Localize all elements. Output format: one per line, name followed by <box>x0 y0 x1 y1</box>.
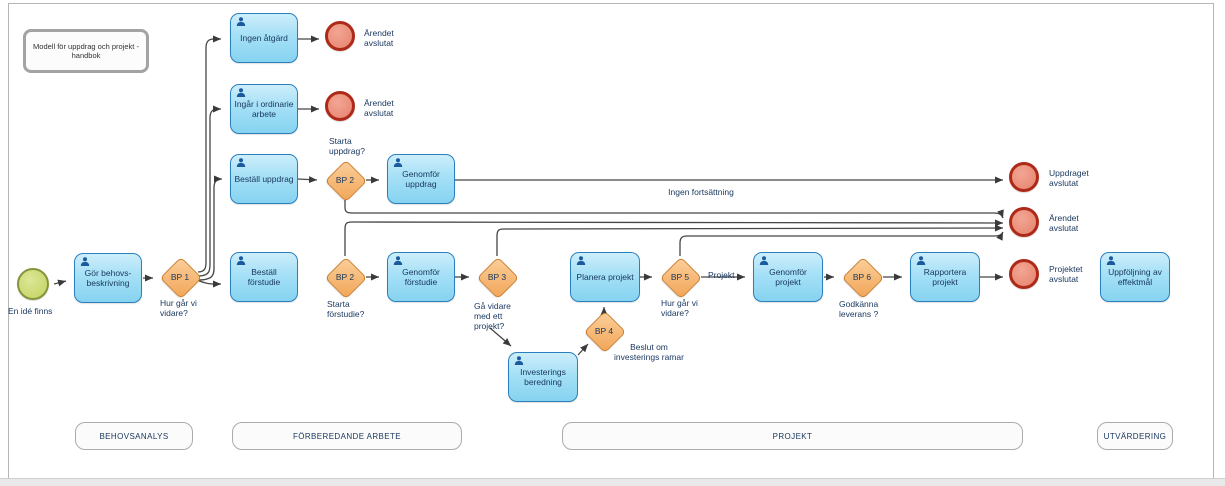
flow-start-to-behovsbeskrivning <box>53 279 67 287</box>
end-event-label: Uppdraget avslutat <box>1049 168 1089 189</box>
phase-behovsanalys: BEHOVSANALYS <box>75 422 193 450</box>
flow-bp2a-ingen-fortsattning-to-arendet <box>344 200 1004 219</box>
flow-label-projekt: Projekt <box>708 270 735 280</box>
task-label: Beställ uppdrag <box>234 173 294 184</box>
user-task-icon <box>236 17 246 26</box>
task-label: Uppföljning av effektmål <box>1108 266 1162 287</box>
task-label: Gör behovs-beskrivning <box>84 267 132 288</box>
gateway-label: BP 2 <box>335 272 355 282</box>
task-bestall-uppdrag[interactable]: Beställ uppdrag <box>230 154 298 204</box>
gateway-bp5-question: Hur går vi vidare? <box>661 298 698 319</box>
flow-investeringsberedning-to-bp4 <box>577 343 589 356</box>
user-task-icon <box>759 256 769 265</box>
gateway-bp1[interactable]: BP 1 <box>159 256 203 300</box>
user-task-icon <box>393 158 403 167</box>
gateway-label: BP 4 <box>594 326 614 336</box>
task-label: Ingen åtgärd <box>240 32 288 43</box>
task-genomfor-forstudie[interactable]: Genomför förstudie <box>387 252 455 302</box>
end-event-label: Ärendet avslutat <box>1049 213 1079 234</box>
end-event-projektet-avslutat[interactable] <box>1009 259 1039 289</box>
task-label: Genomför projekt <box>769 266 807 287</box>
task-label: Beställ förstudie <box>247 266 281 287</box>
flow-bp3-to-arendet <box>496 224 1004 256</box>
start-event[interactable] <box>17 268 49 300</box>
user-task-icon <box>236 158 246 167</box>
task-label: Planera projekt <box>576 271 634 282</box>
task-rapportera-projekt[interactable]: Rapportera projekt <box>910 252 980 302</box>
task-ingar-i-ordinarie-arbete[interactable]: Ingår i ordinarie arbete <box>230 84 298 134</box>
gateway-bp1-question: Hur går vi vidare? <box>160 298 197 319</box>
flow-bp1-to-bestall-forstudie <box>196 279 221 288</box>
gateway-bp2-forstudie[interactable]: BP 2 <box>324 256 368 300</box>
phase-label: BEHOVSANALYS <box>99 431 169 441</box>
end-event-label: Ärendet avslutat <box>364 98 394 119</box>
end-event-label: Ärendet avslutat <box>364 28 394 49</box>
task-genomfor-uppdrag[interactable]: Genomför uppdrag <box>387 154 455 204</box>
flow-label-ingen-fortsattning: Ingen fortsättning <box>668 187 734 197</box>
task-label: Investerings beredning <box>520 366 566 387</box>
task-label: Ingår i ordinarie arbete <box>234 98 294 119</box>
gateway-bp2-uppdrag[interactable]: BP 2 <box>324 159 368 203</box>
start-event-label: En idé finns <box>8 306 53 316</box>
gateway-bp3[interactable]: BP 3 <box>476 256 520 300</box>
gateway-label: BP 3 <box>487 272 507 282</box>
annotation-text: Modell för uppdrag och projekt - handbok <box>33 41 139 60</box>
user-task-icon <box>80 257 90 266</box>
gateway-bp4-question: Beslut om investerings ramar <box>614 342 684 363</box>
phase-utvardering: UTVÄRDERING <box>1097 422 1173 450</box>
end-event-arendet-avslutat-3[interactable] <box>1009 207 1039 237</box>
user-task-icon <box>576 256 586 265</box>
gateway-bp6[interactable]: BP 6 <box>841 256 885 300</box>
user-task-icon <box>393 256 403 265</box>
end-event-arendet-avslutat-1[interactable] <box>325 21 355 51</box>
gateway-bp4[interactable]: BP 4 <box>583 310 627 354</box>
task-uppfoljning-av-effektmal[interactable]: Uppföljning av effektmål <box>1100 252 1170 302</box>
flow-bp3-to-investeringsberedning <box>489 327 512 347</box>
end-event-uppdraget-avslutat[interactable] <box>1009 162 1039 192</box>
diagram-canvas <box>8 3 1214 479</box>
phase-label: UTVÄRDERING <box>1103 431 1167 441</box>
user-task-icon <box>514 356 524 365</box>
task-genomfor-projekt[interactable]: Genomför projekt <box>753 252 823 302</box>
gateway-label: BP 5 <box>670 272 690 282</box>
phase-forberedande-arbete: FÖRBEREDANDE ARBETE <box>232 422 462 450</box>
task-label: Rapportera projekt <box>923 266 967 287</box>
gateway-bp2-forstudie-question: Starta förstudie? <box>327 299 365 320</box>
flow-bp1-to-bestall-uppdrag <box>197 175 223 281</box>
flow-bestall-uppdrag-to-bp2a <box>297 176 318 184</box>
gateway-label: BP 6 <box>852 272 872 282</box>
task-label: Genomför uppdrag <box>402 168 440 189</box>
task-ingen-atgard[interactable]: Ingen åtgärd <box>230 13 298 63</box>
horizontal-scrollbar[interactable] <box>0 478 1225 486</box>
flow-bp1-to-ingen-atgard <box>197 35 221 273</box>
phase-projekt: PROJEKT <box>562 422 1023 450</box>
flow-bp2b-to-arendet <box>344 219 1004 256</box>
user-task-icon <box>236 256 246 265</box>
phase-label: PROJEKT <box>772 431 813 441</box>
user-task-icon <box>236 88 246 97</box>
end-event-label: Projektet avslutat <box>1049 264 1083 285</box>
gateway-bp6-question: Godkänna leverans ? <box>839 299 879 320</box>
gateway-bp5[interactable]: BP 5 <box>659 256 703 300</box>
task-label: Genomför förstudie <box>402 266 440 287</box>
user-task-icon <box>916 256 926 265</box>
annotation-model-handbook: Modell för uppdrag och projekt - handbok <box>23 29 149 73</box>
gateway-bp2-uppdrag-question: Starta uppdrag? <box>329 136 365 157</box>
gateway-label: BP 2 <box>335 175 355 185</box>
gateway-label: BP 1 <box>170 272 190 282</box>
task-investeringsberedning[interactable]: Investerings beredning <box>508 352 578 402</box>
flow-bp1-to-ingar-ordinarie <box>197 105 221 277</box>
end-event-arendet-avslutat-2[interactable] <box>325 91 355 121</box>
gateway-bp3-question: Gå vidare med ett projekt? <box>474 301 511 332</box>
user-task-icon <box>1106 256 1116 265</box>
phase-label: FÖRBEREDANDE ARBETE <box>292 431 402 441</box>
flow-bp5-to-arendet <box>679 231 1004 256</box>
task-planera-projekt[interactable]: Planera projekt <box>570 252 640 302</box>
task-bestall-forstudie[interactable]: Beställ förstudie <box>230 252 298 302</box>
task-gor-behovsbeskrivning[interactable]: Gör behovs-beskrivning <box>74 253 142 303</box>
